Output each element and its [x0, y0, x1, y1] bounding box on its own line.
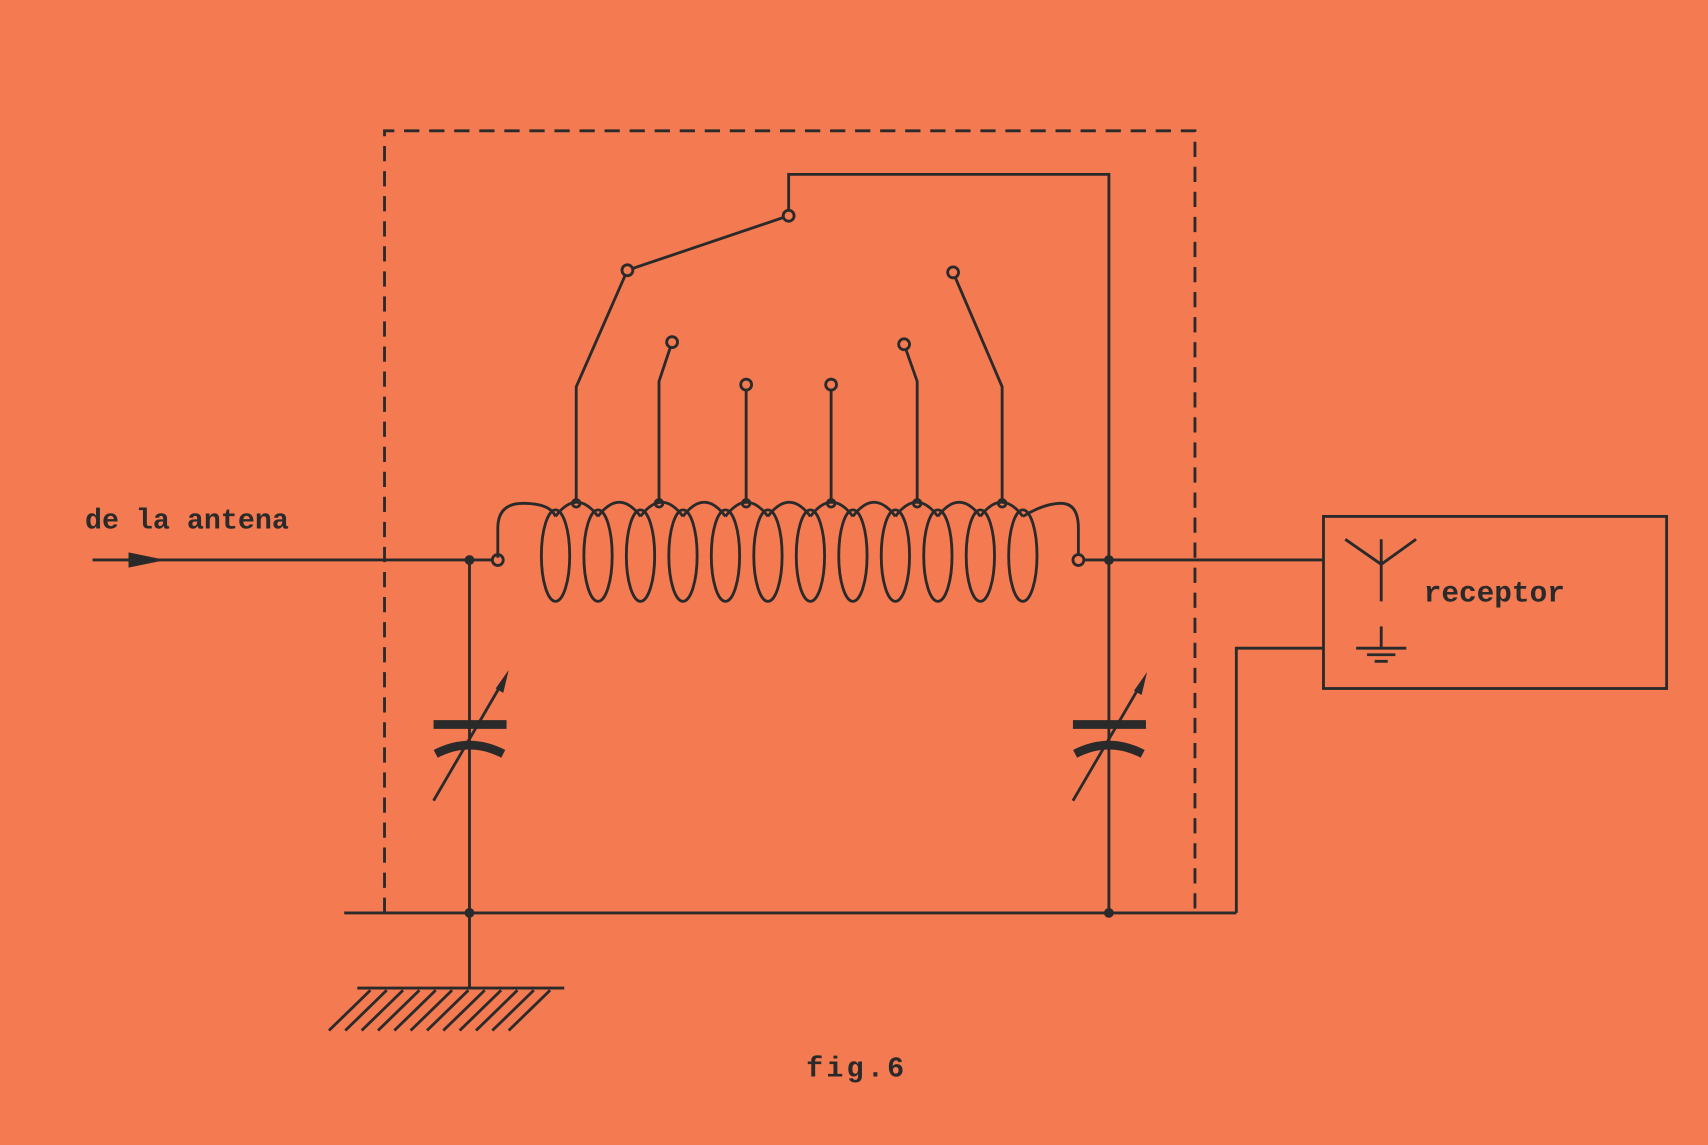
tap-switch: [574, 172, 1111, 913]
ground-icon: [1356, 626, 1407, 663]
coil-turn: [582, 508, 614, 603]
coil-terminal: [490, 553, 505, 567]
figure-caption: fig.6: [806, 1052, 907, 1085]
shield-dashed-box: [383, 129, 1197, 913]
input-label: de la antena: [85, 504, 289, 537]
coil-turn: [964, 508, 996, 603]
earth-ground-icon: [327, 986, 565, 1032]
coil-turn: [879, 508, 911, 603]
coil-turn: [837, 508, 869, 603]
antenna-icon: [1344, 538, 1417, 602]
right-variable-capacitor: [1071, 672, 1148, 802]
coil-turn: [709, 508, 742, 603]
coil-turn: [624, 508, 657, 603]
output-wiring: [344, 555, 1324, 918]
coil-turn: [922, 508, 954, 603]
receptor-box: receptor: [1322, 514, 1669, 690]
tapped-coil: [490, 498, 1086, 603]
coil-turn: [752, 508, 784, 603]
input-line: [92, 552, 493, 568]
coil-turn: [539, 508, 572, 603]
coil-turn: [1007, 508, 1039, 603]
receptor-label: receptor: [1424, 577, 1565, 610]
coil-turn: [667, 508, 699, 603]
coil-turn: [794, 508, 827, 603]
left-variable-capacitor: [432, 559, 509, 989]
coil-terminal: [1071, 553, 1086, 567]
arrow-icon: [128, 552, 166, 568]
